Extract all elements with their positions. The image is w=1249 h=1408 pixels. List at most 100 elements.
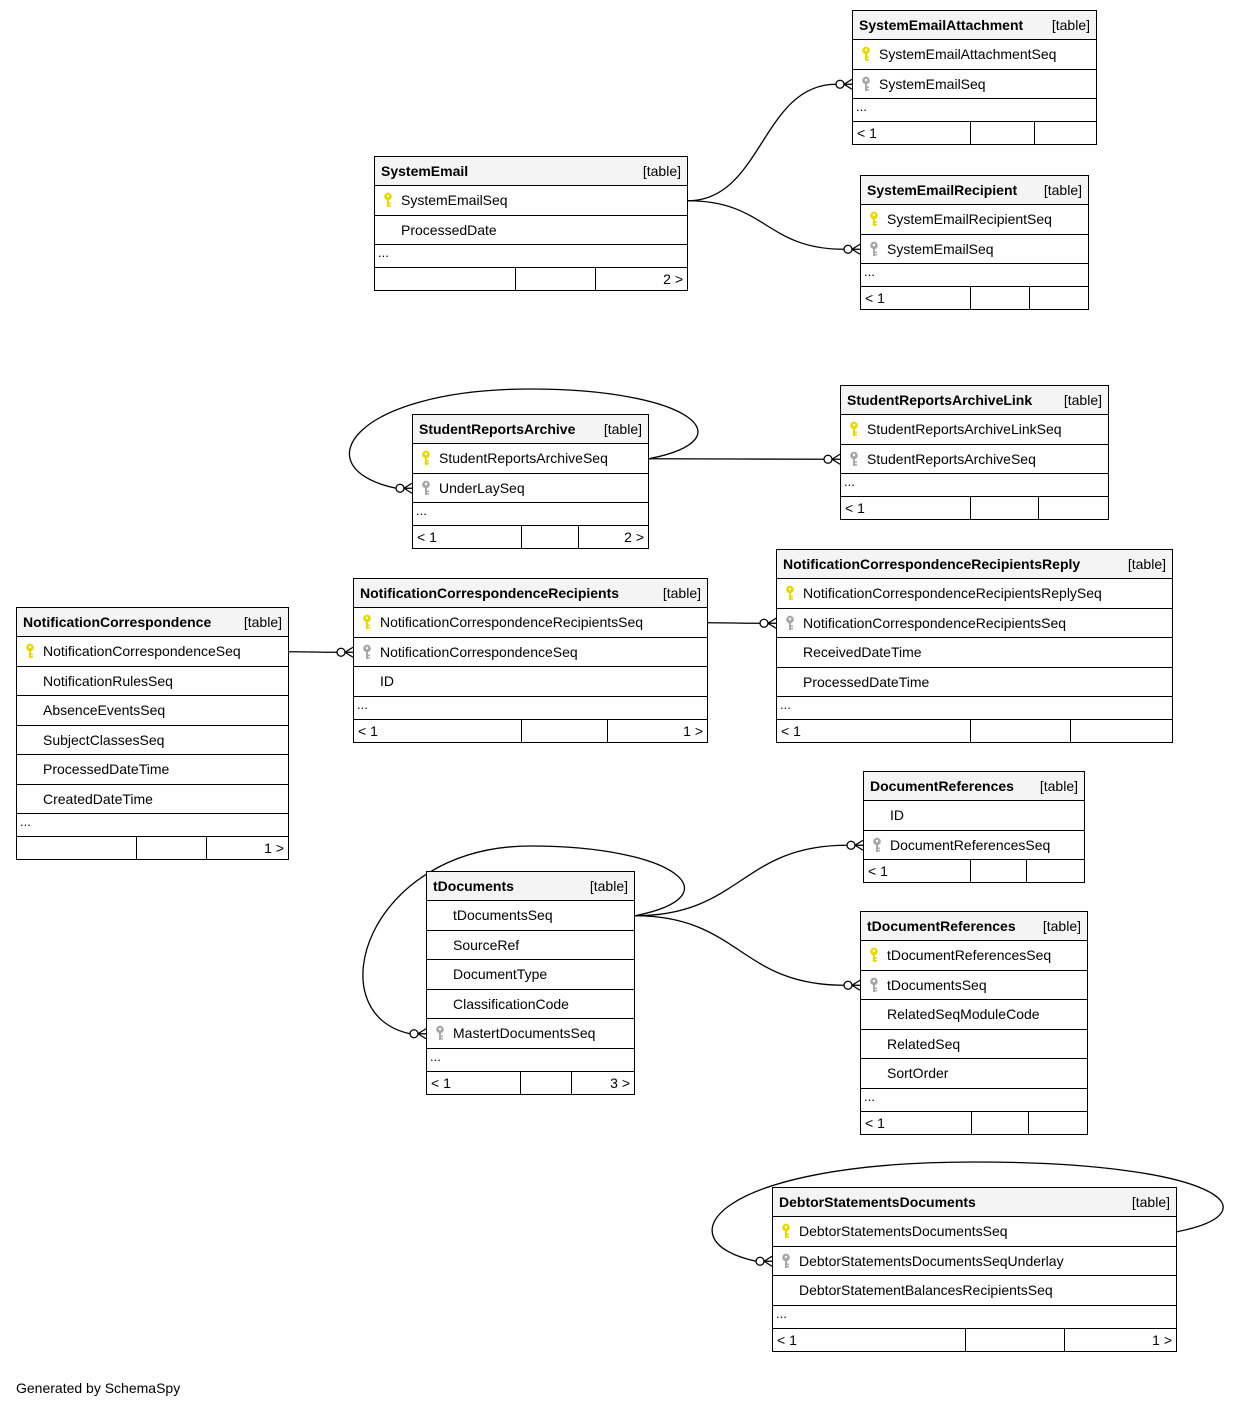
row-count	[522, 719, 608, 742]
column-row: ProcessedDate	[375, 216, 687, 245]
table-system-email-recipient: SystemEmailRecipient [table] SystemEmailRe…	[860, 175, 1089, 310]
foreign-key-icon	[841, 451, 867, 467]
column-row: RelatedSeq	[861, 1030, 1087, 1059]
column-name: SubjectClassesSeq	[43, 731, 165, 748]
table-name: NotificationCorrespondence	[23, 614, 212, 630]
column-name: StudentReportsArchiveLinkSeq	[867, 421, 1062, 438]
column-name: SystemEmailRecipientSeq	[887, 211, 1052, 228]
table-debtor-statements-documents: DebtorStatementsDocuments[table] DebtorSt…	[772, 1187, 1177, 1352]
table-header: tDocumentReferences[table]	[861, 912, 1087, 941]
column-row: ProcessedDateTime	[777, 668, 1172, 697]
table-footer: < 1	[841, 497, 1108, 519]
primary-key-icon	[354, 614, 380, 630]
crows-foot-marker	[843, 979, 861, 991]
column-row: DebtorStatementBalancesRecipientsSeq	[773, 1276, 1176, 1306]
more-columns-ellipsis: ...	[354, 697, 707, 720]
table-footer: 1 >	[17, 837, 288, 859]
column-row: RelatedSeqModuleCode	[861, 1000, 1087, 1030]
child-count: 1 >	[683, 722, 703, 739]
relationship-edge	[707, 622, 761, 624]
more-columns-ellipsis: ...	[773, 1306, 1176, 1329]
parent-count: < 1	[777, 720, 971, 742]
column-name: SourceRef	[453, 936, 520, 953]
table-name: SystemEmailRecipient	[867, 182, 1018, 198]
row-count	[971, 860, 1027, 882]
column-row: ID	[864, 801, 1084, 831]
crows-foot-marker	[336, 646, 354, 658]
more-columns-ellipsis: ...	[841, 474, 1108, 497]
row-count	[521, 1071, 572, 1094]
column-row: SourceRef	[427, 931, 634, 960]
relationship-edge	[687, 200, 845, 250]
column-name: DebtorStatementsDocumentsSeqUnderlay	[799, 1252, 1064, 1269]
parent-count	[375, 268, 516, 290]
table-name: NotificationCorrespondenceRecipients	[360, 585, 620, 601]
child-count	[1035, 122, 1096, 144]
column-name: SystemEmailSeq	[887, 240, 994, 257]
table-type-label: [table]	[642, 163, 681, 179]
table-type-label: [table]	[1051, 17, 1090, 33]
column-name: ID	[380, 673, 394, 690]
row-count	[522, 526, 579, 548]
row-count	[971, 497, 1039, 519]
self-relationship-edge	[362, 845, 685, 1035]
primary-key-icon	[375, 192, 401, 208]
column-row: CreatedDateTime	[17, 785, 288, 814]
table-header: DebtorStatementsDocuments[table]	[773, 1188, 1176, 1217]
column-name: SortOrder	[887, 1065, 949, 1082]
self-relationship-edge	[711, 1161, 1224, 1262]
parent-count: < 1	[861, 1111, 972, 1134]
column-name: DebtorStatementBalancesRecipientsSeq	[799, 1282, 1053, 1299]
foreign-key-icon	[413, 480, 439, 496]
table-type-label: [table]	[1043, 182, 1082, 198]
column-name: NotificationCorrespondenceRecipientsRepl…	[803, 585, 1102, 602]
table-header: StudentReportsArchive[table]	[413, 415, 648, 444]
child-count	[1029, 1112, 1087, 1134]
column-row: SystemEmailSeq	[853, 70, 1096, 99]
column-row: NotificationCorrespondenceSeq	[17, 637, 288, 667]
table-name: StudentReportsArchive	[419, 421, 576, 437]
column-row: ClassificationCode	[427, 990, 634, 1019]
table-header: NotificationCorrespondenceRecipientsRepl…	[777, 550, 1172, 579]
table-footer: < 1	[853, 122, 1096, 144]
column-row: SortOrder	[861, 1059, 1087, 1089]
column-name: NotificationRulesSeq	[43, 672, 173, 689]
more-columns-ellipsis: ...	[853, 99, 1096, 122]
column-name: NotificationCorrespondenceRecipientsSeq	[803, 614, 1067, 631]
column-row: tDocumentsSeq	[427, 901, 634, 931]
table-header: NotificationCorrespondence[table]	[17, 608, 288, 637]
more-columns-ellipsis: ...	[17, 814, 288, 837]
column-name: NotificationCorrespondenceSeq	[43, 643, 241, 660]
more-columns-ellipsis: ...	[777, 697, 1172, 720]
column-name: ID	[890, 807, 904, 824]
table-type-label: [table]	[662, 585, 701, 601]
table-notification-correspondence-recipients-reply: NotificationCorrespondenceRecipientsRepl…	[776, 549, 1173, 743]
table-header: tDocuments[table]	[427, 872, 634, 901]
column-name: tDocumentReferencesSeq	[887, 947, 1052, 964]
table-footer: 2 >	[375, 268, 687, 290]
child-count: 2 >	[663, 271, 683, 287]
table-name: StudentReportsArchiveLink	[847, 392, 1033, 408]
parent-count: < 1	[427, 1071, 521, 1094]
row-count	[971, 287, 1030, 309]
column-name: UnderLaySeq	[439, 479, 525, 496]
column-name: DocumentType	[453, 966, 548, 983]
more-columns-ellipsis: ...	[861, 1089, 1087, 1112]
parent-count	[17, 837, 137, 859]
column-row: SubjectClassesSeq	[17, 726, 288, 755]
foreign-key-icon	[861, 241, 887, 257]
column-row: NotificationCorrespondenceRecipientsSeq	[354, 608, 707, 638]
column-name: RelatedSeqModuleCode	[887, 1006, 1040, 1023]
table-header: DocumentReferences[table]	[864, 772, 1084, 801]
column-name: MastertDocumentsSeq	[453, 1025, 596, 1042]
row-count	[971, 122, 1035, 144]
primary-key-icon	[861, 947, 887, 963]
column-name: StudentReportsArchiveSeq	[439, 450, 608, 467]
column-name: SystemEmailSeq	[401, 192, 508, 209]
crows-foot-marker	[755, 1255, 773, 1267]
table-type-label: [table]	[1039, 778, 1078, 794]
self-relationship-edge	[348, 388, 699, 489]
